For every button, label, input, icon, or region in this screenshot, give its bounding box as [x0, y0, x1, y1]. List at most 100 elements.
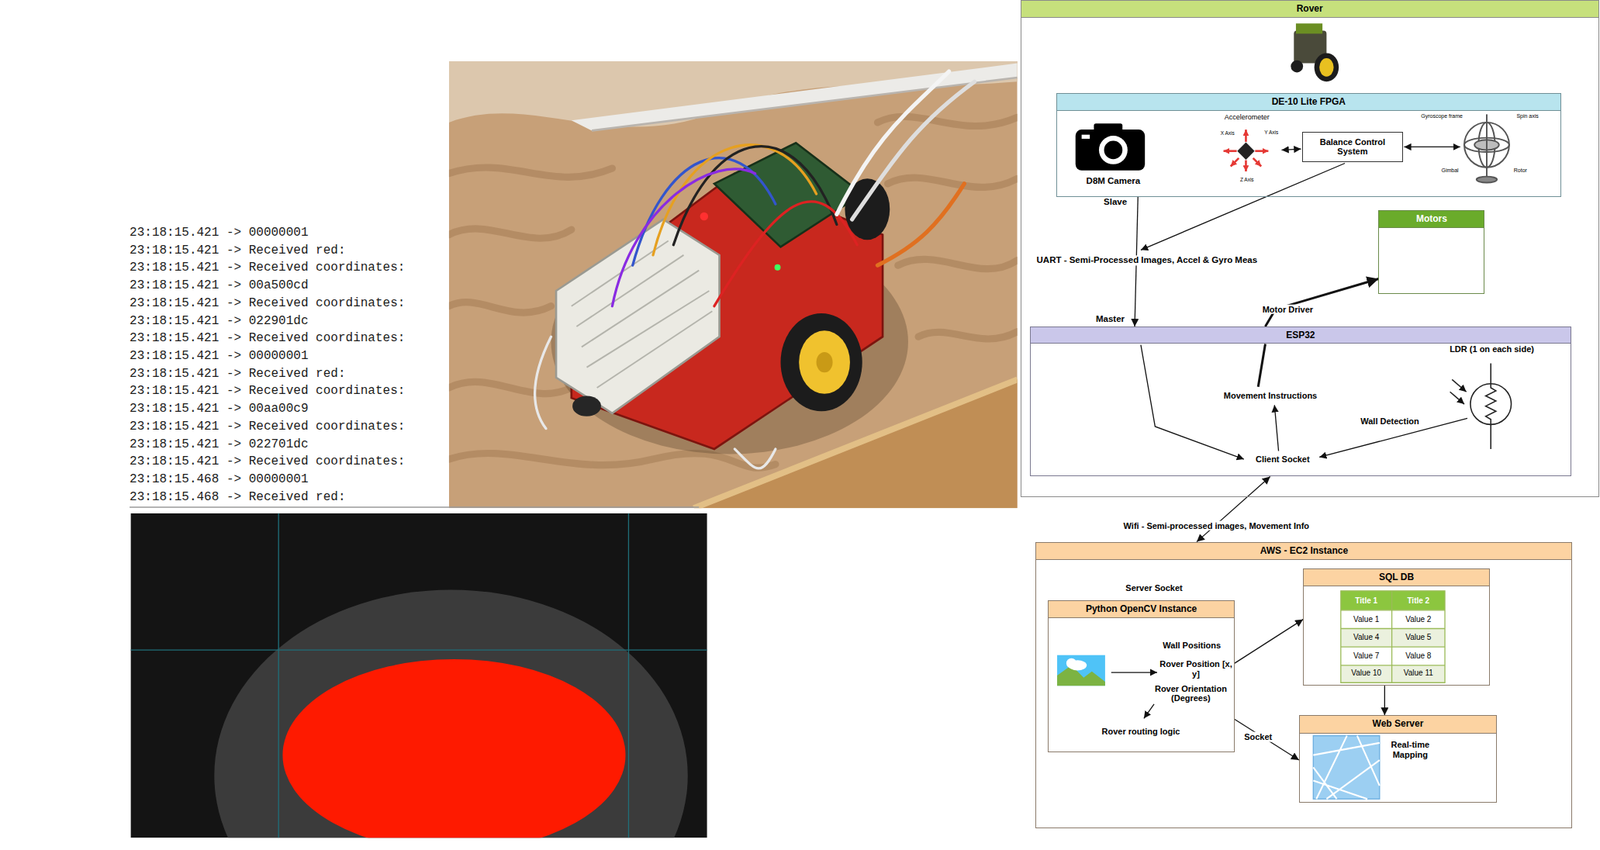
connector-arrow [1234, 619, 1303, 664]
rover-photo [449, 228, 572, 239]
rover-photo [611, 169, 755, 307]
icon-caption: D8M Camera [1086, 176, 1141, 187]
connector-lines [1403, 146, 1460, 148]
rover-photo [591, 77, 1018, 131]
port-label: Master [1095, 314, 1125, 325]
box-heading: ESP32 [1030, 327, 1572, 344]
rover-photo [571, 241, 713, 388]
service-caption: Real-time Mapping [1382, 739, 1438, 760]
rover-photo [700, 212, 709, 222]
sql-table [1340, 610, 1445, 629]
part-label: Spin axis [1516, 113, 1538, 120]
serial-log-line: 23:18:15.421 -> 00000001 [129, 349, 308, 363]
serial-log-line: 23:18:15.421 -> Received coordinates: [129, 419, 405, 434]
part-label: Gyroscope frame [1420, 113, 1463, 120]
rover-photo [714, 201, 858, 307]
table-cell: Value 5 [1405, 633, 1431, 643]
rover-photo [798, 330, 851, 394]
rover-photo [877, 183, 965, 266]
log-separator [129, 506, 699, 508]
rover-photo [449, 167, 613, 177]
rover-icon [1295, 23, 1323, 34]
serial-log-line: 23:18:15.421 -> Received coordinates: [129, 260, 405, 275]
accelerometer-icon [1254, 149, 1269, 153]
ldr-symbol [1485, 362, 1497, 450]
camera-frame [214, 589, 688, 838]
box-heading: DE-10 Lite FPGA [1057, 93, 1561, 111]
connector-lines [1257, 343, 1265, 387]
map-icon [1313, 736, 1380, 800]
camera-frame [130, 513, 707, 838]
camera-icon [1104, 141, 1124, 160]
connector-lines [1140, 163, 1345, 251]
rover-photo [816, 352, 833, 373]
connector-label: Socket [1241, 732, 1275, 743]
connector-arrow [1234, 718, 1300, 760]
ldr-symbol [1451, 379, 1466, 392]
serial-log-line: 23:18:15.468 -> Received red: [129, 490, 346, 505]
axis-label: Z Axis [1240, 176, 1255, 183]
sql-table [1340, 646, 1445, 666]
accelerometer-icon [1230, 158, 1240, 167]
rover-photo [587, 290, 710, 368]
icon-caption: Accelerometer [1224, 113, 1270, 121]
ldr-symbol [1450, 362, 1512, 450]
table-cell: Value 11 [1403, 669, 1434, 679]
table-cell: Value 8 [1405, 651, 1431, 661]
accelerometer-icon [1223, 149, 1238, 153]
rover-icon [1319, 58, 1334, 77]
rover-photo [836, 71, 950, 215]
accelerometer-icon [1237, 142, 1255, 160]
gyroscope-icon [1464, 114, 1510, 183]
part-label: Rotor [1513, 167, 1528, 174]
sql-table [1340, 665, 1445, 683]
connector-label: Wifi - Semi-processed images, Movement I… [1121, 520, 1313, 531]
ldr-symbol [1450, 391, 1465, 405]
log-separator [129, 506, 699, 508]
connector-lines [1143, 704, 1155, 719]
rover-photo [449, 61, 1018, 508]
rover-photo [449, 452, 776, 468]
connector-lines [1282, 148, 1302, 150]
camera-frame [282, 659, 626, 838]
axis-label: X Axis [1220, 131, 1235, 137]
camera-icon [1098, 135, 1128, 165]
rover-icon [1314, 52, 1340, 82]
process-box: Balance Control System [1302, 131, 1404, 163]
rover-icon [1290, 60, 1303, 73]
database-box: SQL DB [1302, 568, 1490, 686]
connector-label: Motor Driver [1260, 304, 1316, 315]
table-cell: Value 2 [1405, 615, 1431, 625]
camera-icon [1075, 129, 1145, 171]
image-icon [1057, 655, 1106, 686]
serial-log-line: 23:18:15.468 -> 00000001 [129, 472, 308, 487]
rover-icon [1290, 23, 1339, 82]
rover-photo [572, 396, 602, 417]
sql-table [1340, 590, 1445, 683]
box-heading: Rover [1021, 0, 1599, 18]
serial-log-line: 23:18:15.421 -> 022701dc [129, 436, 308, 451]
rover-photo [571, 63, 1018, 132]
connector-arrow [1196, 476, 1271, 542]
data-label: Rover routing logic [1102, 726, 1181, 737]
sql-table [1340, 628, 1445, 647]
connector-lines [1140, 345, 1245, 460]
data-label: Wall Positions [1162, 639, 1221, 650]
port-label: Slave [1103, 196, 1127, 208]
box-heading: Python OpenCV Instance [1048, 601, 1234, 619]
box-label: Balance Control System [1302, 132, 1403, 162]
map-icon [1313, 736, 1380, 800]
map-icon [1313, 736, 1380, 800]
table-cell: Value 10 [1351, 669, 1382, 679]
rover-photo [673, 146, 837, 246]
cloud-group: AWS - EC2 InstancePython OpenCV Instance… [1035, 542, 1573, 830]
camera-icon [1075, 123, 1145, 171]
rover-photo [653, 145, 817, 256]
connector-lines [1111, 146, 1468, 719]
box-heading: Motors [1378, 210, 1484, 229]
rover-photo [888, 177, 1018, 187]
part-label: Gimbal [1441, 167, 1459, 174]
serial-log-line: 23:18:15.421 -> 00a500cd [129, 278, 308, 293]
connector-arrow [1264, 278, 1379, 327]
rover-photo [449, 61, 1018, 508]
